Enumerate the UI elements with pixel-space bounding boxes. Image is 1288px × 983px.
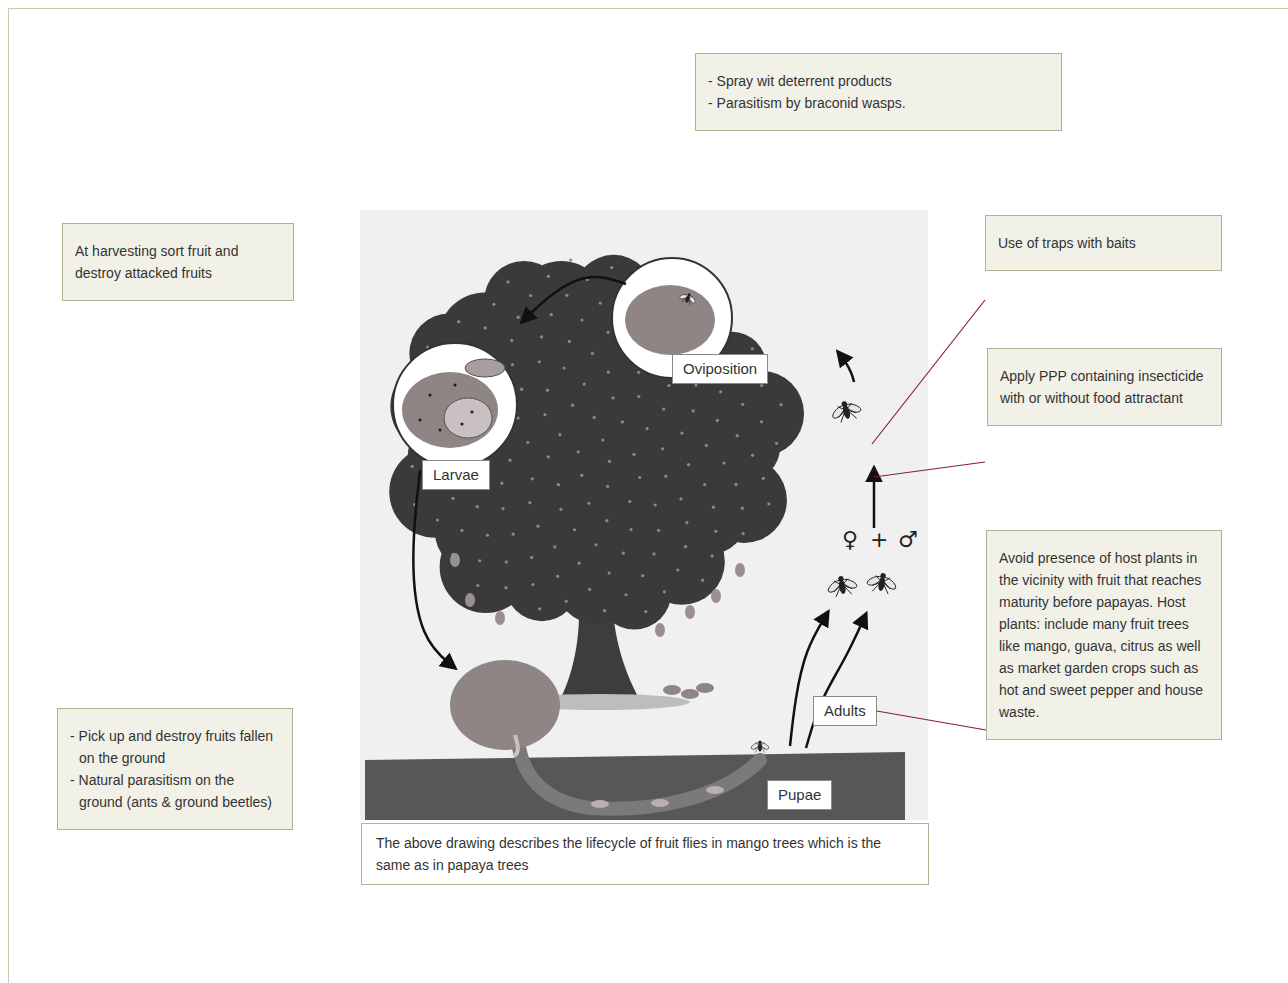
sex-symbol: ♂ xyxy=(898,528,918,552)
adult-flies xyxy=(825,397,900,598)
lifecycle-arrows xyxy=(413,277,874,748)
control-text: Use of traps with baits xyxy=(998,232,1209,254)
soil xyxy=(365,660,905,820)
fruit-fly xyxy=(864,570,899,595)
fruit-fly xyxy=(678,290,699,306)
fruit-fly xyxy=(828,397,864,424)
sex-symbol: + xyxy=(870,528,888,552)
control-text: - Natural parasitism on the ground (ants… xyxy=(70,769,280,813)
larvae-circle xyxy=(393,343,517,467)
control-text: - Pick up and destroy fruits fallen on t… xyxy=(70,725,280,769)
control-box: Use of traps with baits xyxy=(985,215,1222,271)
caption-text: The above drawing describes the lifecycl… xyxy=(376,832,914,876)
mango-tree xyxy=(389,255,804,710)
stage-label: Oviposition xyxy=(672,354,768,384)
stage-name: Larvae xyxy=(433,465,479,485)
control-box: Avoid presence of host plants in the vic… xyxy=(986,530,1222,740)
fruit-fly xyxy=(750,741,770,753)
sex-symbol: ♀ xyxy=(842,528,858,552)
fruit-fly xyxy=(825,573,860,598)
control-box: - Spray wit deterrent products- Parasiti… xyxy=(695,53,1062,131)
leader-lines xyxy=(872,300,985,477)
page-frame xyxy=(9,9,1288,983)
stage-name: Oviposition xyxy=(683,359,757,379)
control-text: At harvesting sort fruit and destroy att… xyxy=(75,240,281,284)
control-text: - Parasitism by braconid wasps. xyxy=(708,92,1049,114)
control-box: - Pick up and destroy fruits fallen on t… xyxy=(57,708,293,830)
control-text: Apply PPP containing insecticide with or… xyxy=(1000,365,1209,409)
stage-name: Pupae xyxy=(778,785,821,805)
control-text: Avoid presence of host plants in the vic… xyxy=(999,547,1209,723)
stage-label: Larvae xyxy=(422,460,490,490)
leader-line xyxy=(877,711,986,730)
control-text: - Spray wit deterrent products xyxy=(708,70,1049,92)
stage-label: Pupae xyxy=(767,780,832,810)
caption-box: The above drawing describes the lifecycl… xyxy=(361,823,929,885)
stage-name: Adults xyxy=(824,701,866,721)
control-box: Apply PPP containing insecticide with or… xyxy=(987,348,1222,426)
stage-label: Adults xyxy=(813,696,877,726)
drawing-ground xyxy=(360,210,928,820)
control-box: At harvesting sort fruit and destroy att… xyxy=(62,223,294,301)
